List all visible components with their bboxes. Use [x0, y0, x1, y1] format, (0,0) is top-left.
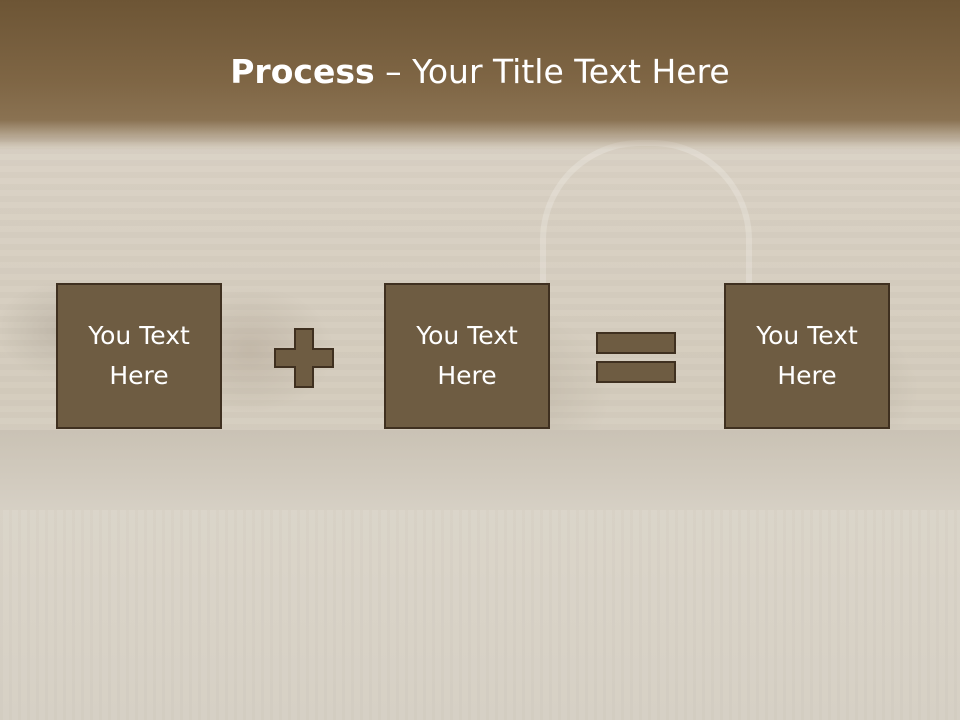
equals-icon	[596, 332, 676, 383]
process-box-3-text: You Text Here	[756, 321, 858, 390]
process-box-3: You Text Here	[724, 283, 890, 429]
background-floor	[0, 510, 960, 720]
title-bold: Process	[230, 52, 375, 91]
plus-icon	[274, 328, 334, 388]
process-box-2: You Text Here	[384, 283, 550, 429]
process-box-1-text: You Text Here	[88, 321, 190, 390]
process-box-2-text: You Text Here	[416, 321, 518, 390]
title-rest: – Your Title Text Here	[374, 52, 730, 91]
process-box-1: You Text Here	[56, 283, 222, 429]
title-bar	[0, 0, 960, 150]
slide-title: Process – Your Title Text Here	[0, 52, 960, 91]
background-counter	[0, 430, 960, 510]
